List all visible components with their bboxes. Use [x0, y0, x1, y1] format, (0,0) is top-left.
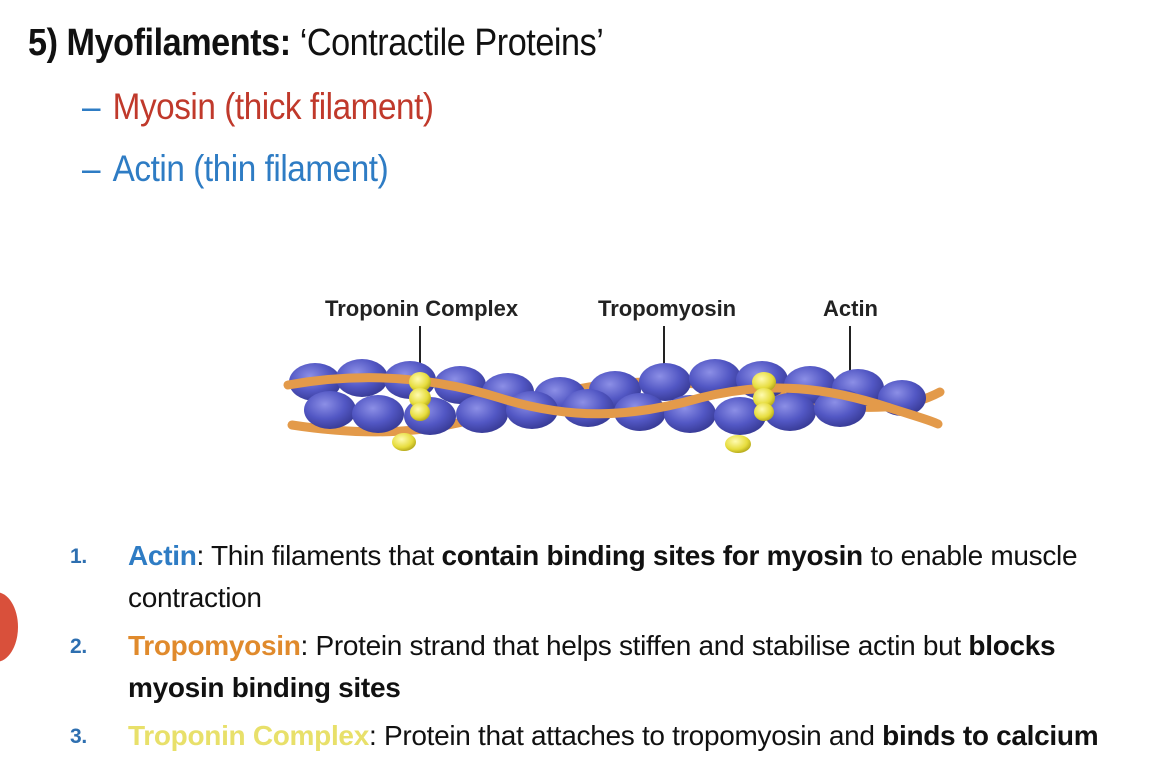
- slide-heading: 5) Myofilaments: ‘Contractile Proteins’: [28, 22, 603, 65]
- def-bold: contain binding sites for myosin: [442, 540, 863, 571]
- bullet-dash: –: [82, 86, 100, 127]
- thin-filament-diagram: Troponin Complex Tropomyosin Actin: [270, 290, 960, 470]
- bullet-myosin: –Myosin (thick filament): [82, 86, 434, 128]
- term-troponin-complex: Troponin Complex: [128, 720, 369, 751]
- list-item-actin: 1. Actin: Thin filaments that contain bi…: [70, 535, 1150, 619]
- def-bold: binds to calcium: [882, 720, 1098, 751]
- list-item-troponin-complex: 3. Troponin Complex: Protein that attach…: [70, 715, 1150, 757]
- def-text: : Protein strand that helps stiffen and …: [301, 630, 969, 661]
- heading-number-title: 5) Myofilaments:: [28, 22, 291, 64]
- definition-list: 1. Actin: Thin filaments that contain bi…: [70, 535, 1150, 763]
- actin-bead: [304, 391, 356, 429]
- def-text: : Thin filaments that: [197, 540, 442, 571]
- label-troponin-complex: Troponin Complex: [325, 296, 519, 321]
- def-text: : Protein that attaches to tropomyosin a…: [369, 720, 882, 751]
- heading-subtitle: ‘Contractile Proteins’: [300, 22, 604, 64]
- list-number: 3.: [70, 716, 87, 758]
- term-actin: Actin: [128, 540, 197, 571]
- bullet-dash: –: [82, 148, 100, 189]
- actin-bead: [352, 395, 404, 433]
- bullet-actin-text: Actin (thin filament): [113, 148, 389, 189]
- label-actin: Actin: [823, 296, 878, 321]
- term-tropomyosin: Tropomyosin: [128, 630, 301, 661]
- label-tropomyosin: Tropomyosin: [598, 296, 736, 321]
- list-item-tropomyosin: 2. Tropomyosin: Protein strand that help…: [70, 625, 1150, 709]
- bullet-myosin-text: Myosin (thick filament): [113, 86, 434, 127]
- list-number: 1.: [70, 536, 87, 578]
- list-number: 2.: [70, 626, 87, 668]
- bullet-actin: –Actin (thin filament): [82, 148, 388, 190]
- orange-circle-decoration: [0, 592, 18, 662]
